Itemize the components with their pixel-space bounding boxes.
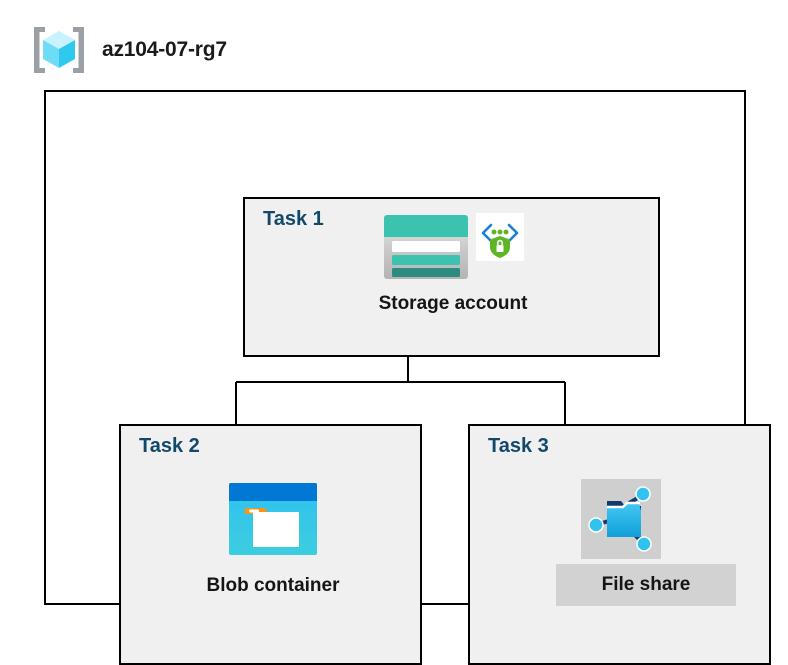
file-share-icon [588, 486, 652, 552]
task-3-label: Task 3 [488, 435, 549, 457]
task-1-label: Task 1 [263, 208, 324, 230]
secure-endpoint-shield-icon [476, 213, 524, 261]
task-1-box: Task 1 [243, 197, 660, 357]
node-storage-account[interactable]: Storage account [348, 213, 558, 315]
resource-group-container: Task 1 [44, 90, 771, 665]
resource-group-icon [34, 27, 84, 73]
node-file-share[interactable] [556, 479, 686, 559]
resource-group-title: az104-07-rg7 [102, 38, 227, 61]
storage-account-icon-row [382, 213, 524, 285]
node-blob-container[interactable]: Blob container [178, 481, 368, 597]
storage-account-caption: Storage account [378, 293, 528, 314]
storage-account-icon [384, 215, 468, 279]
file-share-caption: File share [601, 574, 691, 595]
task-2-label: Task 2 [139, 435, 200, 457]
file-share-icon-plate [581, 479, 661, 559]
file-share-caption-plate: File share [556, 564, 736, 606]
task-3-box: Task 3 [468, 424, 771, 665]
blob-container-caption: Blob container [206, 575, 340, 596]
resource-group-header: az104-07-rg7 [30, 24, 227, 76]
task-2-box: Task 2 Blob container [119, 424, 422, 665]
blob-container-icon [229, 483, 317, 555]
